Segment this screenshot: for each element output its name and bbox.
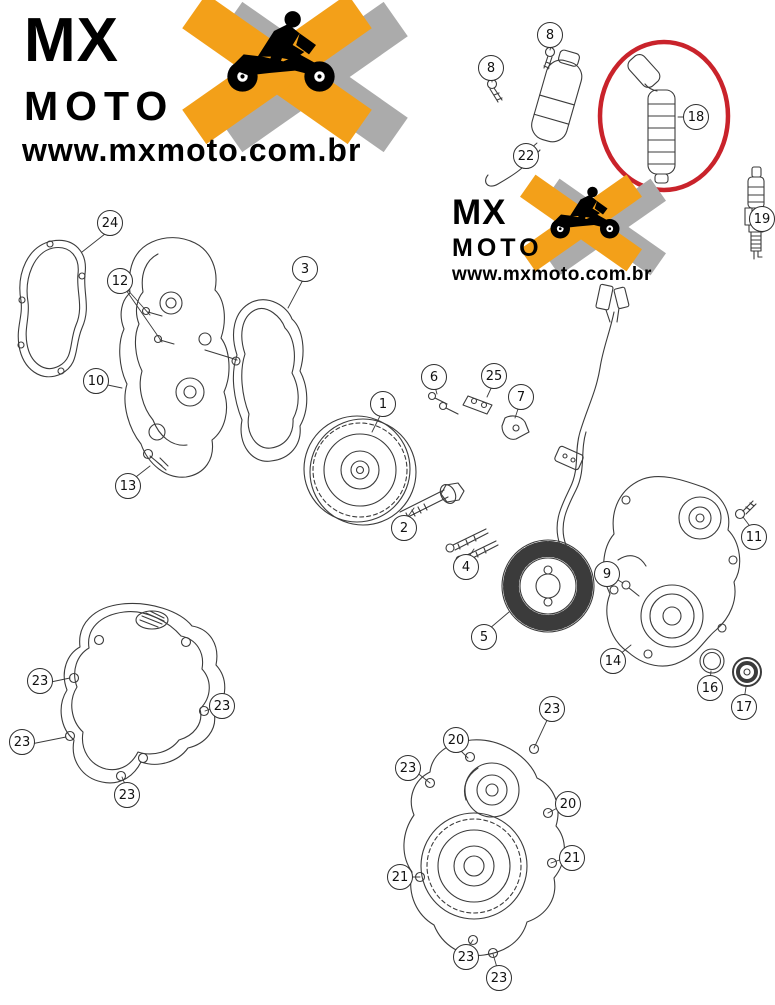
callout-9: 9: [594, 561, 620, 587]
callout-20: 20: [555, 791, 581, 817]
logo-moto-text: MOTO: [24, 83, 175, 129]
part-plate-25: [462, 395, 493, 415]
website-url: www.mxmoto.com.br: [452, 264, 652, 285]
callout-23: 23: [453, 944, 479, 970]
callout-23: 23: [395, 755, 421, 781]
part-oring-16: [699, 648, 725, 674]
callout-23: 23: [486, 965, 512, 991]
part-stator: [501, 539, 595, 633]
callout-11: 11: [741, 524, 767, 550]
callout-3: 3: [292, 256, 318, 282]
callout-2: 2: [391, 515, 417, 541]
part-gasket-3: [232, 299, 308, 462]
part-ignition-coil: [485, 46, 583, 187]
callout-4: 4: [453, 554, 479, 580]
callout-23: 23: [27, 668, 53, 694]
callout-23: 23: [9, 729, 35, 755]
mxmoto-logo-secondary: MX MOTO www.mxmoto.com.br: [452, 174, 666, 286]
callout-21: 21: [559, 845, 585, 871]
logo-mx-text: MX: [24, 6, 119, 75]
callout-10: 10: [83, 368, 109, 394]
callout-19: 19: [749, 206, 775, 232]
part-bracket-6: [427, 391, 459, 415]
callout-25: 25: [481, 363, 507, 389]
callout-1: 1: [370, 391, 396, 417]
part-flywheel: [303, 415, 417, 526]
callout-18: 18: [683, 104, 709, 130]
callout-20: 20: [443, 727, 469, 753]
leader-lines: [30, 41, 753, 972]
callout-23: 23: [539, 696, 565, 722]
callout-13: 13: [115, 473, 141, 499]
part-inner-cover: [603, 476, 741, 667]
callout-21: 21: [387, 864, 413, 890]
motocross-rider-icon: [538, 186, 632, 240]
callout-23: 23: [114, 782, 140, 808]
part-bracket-7: [501, 415, 530, 440]
callout-23: 23: [209, 693, 235, 719]
part-gasket-24: [17, 239, 87, 378]
callout-8: 8: [537, 22, 563, 48]
callout-24: 24: [97, 210, 123, 236]
callout-17: 17: [731, 694, 757, 720]
highlight-circle-part-18: [597, 39, 731, 193]
part-ignition-cover: [119, 237, 241, 478]
part-plug-17: [732, 657, 762, 687]
mxmoto-logo-main: MX MOTO www.mxmoto.com.br: [22, 0, 408, 170]
logo-moto-text: MOTO: [452, 234, 543, 262]
part-gasket-23-bottom-left: [60, 602, 226, 784]
callout-7: 7: [508, 384, 534, 410]
motocross-rider-icon: [208, 10, 354, 94]
part-outer-cover-bottom: [403, 739, 565, 959]
callout-22: 22: [513, 143, 539, 169]
part-wiring-harness: [554, 283, 630, 546]
callout-8: 8: [478, 55, 504, 81]
part-spark-plug-cap: [627, 53, 676, 184]
callout-14: 14: [600, 648, 626, 674]
website-url: www.mxmoto.com.br: [22, 132, 362, 168]
callout-6: 6: [421, 364, 447, 390]
callout-12: 12: [107, 268, 133, 294]
part-bolt-11: [734, 500, 757, 520]
callout-5: 5: [471, 624, 497, 650]
callout-16: 16: [697, 675, 723, 701]
logo-mx-text: MX: [452, 193, 507, 232]
